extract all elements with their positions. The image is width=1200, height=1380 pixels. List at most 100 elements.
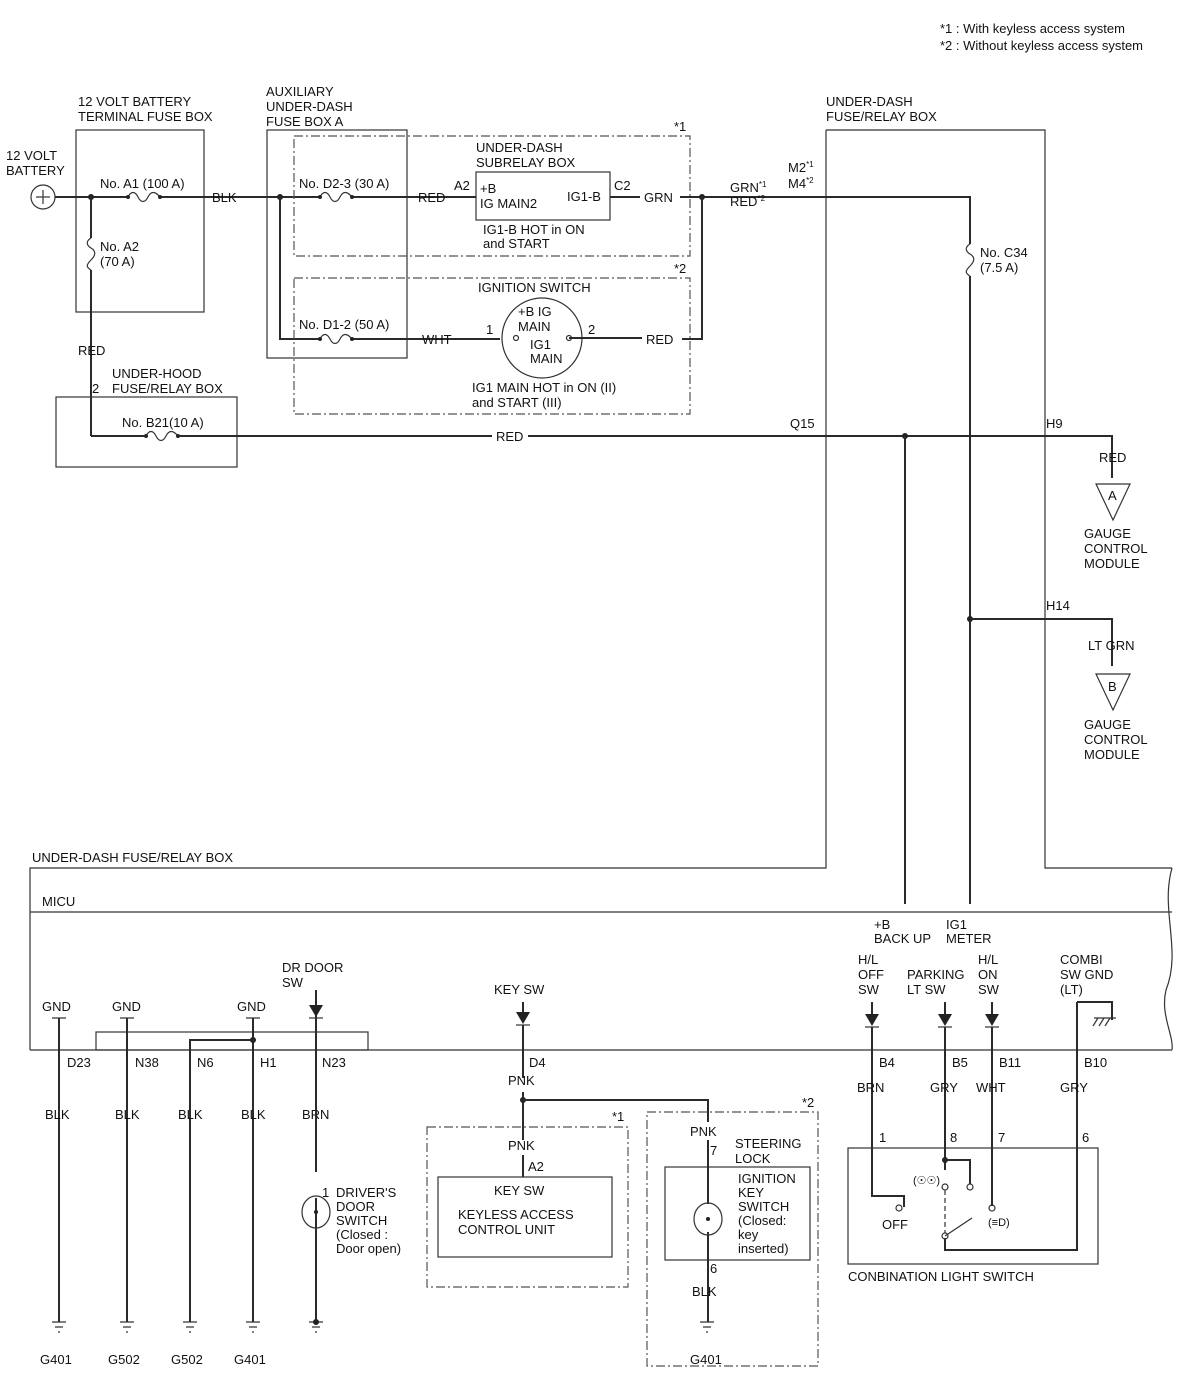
hl-on-label-2: ON bbox=[978, 967, 998, 982]
door-switch-label-4: (Closed : bbox=[336, 1227, 388, 1242]
wire-blk-g1: BLK bbox=[45, 1107, 70, 1122]
ign-plus-b-ig: +B IG bbox=[518, 304, 552, 319]
gnd-label-3: GND bbox=[237, 999, 266, 1014]
combi-pin-7: 7 bbox=[998, 1130, 1005, 1145]
fuse-c34-label-2: (7.5 A) bbox=[980, 260, 1018, 275]
wire-red-star2: RED*2 bbox=[730, 194, 766, 209]
battery-label-2: BATTERY bbox=[6, 163, 65, 178]
subrelay-label-1: UNDER-DASH bbox=[476, 140, 563, 155]
ign-key-label-4: (Closed: bbox=[738, 1213, 786, 1228]
parking-lt-label-1: PARKING bbox=[907, 967, 965, 982]
subrelay-ig-main2: IG MAIN2 bbox=[480, 196, 537, 211]
wire-pnk-2: PNK bbox=[508, 1138, 535, 1153]
ign-t1: 1 bbox=[486, 322, 493, 337]
subrelay-note-2: and START bbox=[483, 236, 550, 251]
fuse-a2-icon bbox=[86, 237, 96, 271]
combi-pin-8: 8 bbox=[950, 1130, 957, 1145]
battery-fuse-box-label-1: 12 VOLT BATTERY bbox=[78, 94, 192, 109]
term-b5: B5 bbox=[952, 1055, 968, 1070]
under-dash-bottom-label: UNDER-DASH FUSE/RELAY BOX bbox=[32, 850, 233, 865]
micu-input-diodes bbox=[865, 1014, 999, 1028]
ign-ig1: IG1 bbox=[530, 337, 551, 352]
fuse-d2-3-label: No. D2-3 (30 A) bbox=[299, 176, 389, 191]
ign-key-label-5: key bbox=[738, 1227, 759, 1242]
parking-lt-label-2: LT SW bbox=[907, 982, 946, 997]
micu-label: MICU bbox=[42, 894, 75, 909]
hl-on-label-1: H/L bbox=[978, 952, 998, 967]
under-hood-pin-2: 2 bbox=[92, 381, 99, 396]
term-h14: H14 bbox=[1046, 598, 1070, 613]
fuse-b21-icon bbox=[144, 430, 180, 442]
wire-grn-star1: GRN*1 bbox=[730, 180, 767, 195]
subrelay-c2: C2 bbox=[614, 178, 631, 193]
wire-pnk-1: PNK bbox=[508, 1073, 535, 1088]
connector-b-label: B bbox=[1108, 679, 1117, 694]
wire-wht-b11: WHT bbox=[976, 1080, 1006, 1095]
fuse-a2-label-2: (70 A) bbox=[100, 254, 135, 269]
connector-b-icon bbox=[1095, 673, 1131, 712]
subrelay-label-2: SUBRELAY BOX bbox=[476, 155, 576, 170]
wire-blk-g2: BLK bbox=[115, 1107, 140, 1122]
wire-blk-steering: BLK bbox=[692, 1284, 717, 1299]
keyless-unit-label-2: KEYLESS ACCESS bbox=[458, 1207, 574, 1222]
aux-fuse-box-label-2: UNDER-DASH bbox=[266, 99, 353, 114]
dr-door-sw-label-1: DR DOOR bbox=[282, 960, 343, 975]
term-m2: M2*1 bbox=[788, 160, 814, 175]
combi-pin-1: 1 bbox=[879, 1130, 886, 1145]
hl-off-label-1: H/L bbox=[858, 952, 878, 967]
wire-red-1: RED bbox=[78, 343, 105, 358]
battery-icon bbox=[30, 184, 56, 210]
wire-red-2: RED bbox=[418, 190, 445, 205]
battery-label-1: 12 VOLT bbox=[6, 148, 57, 163]
battery-fuse-box bbox=[75, 129, 205, 313]
hl-off-label-2: OFF bbox=[858, 967, 884, 982]
fuse-d1-2-icon bbox=[318, 333, 354, 345]
key-sw-label: KEY SW bbox=[494, 982, 545, 997]
fuse-d2-3-icon bbox=[318, 191, 354, 203]
door-switch-pin: 1 bbox=[322, 1185, 329, 1200]
subrelay-ig1-b: IG1-B bbox=[567, 189, 601, 204]
steering-lock-label-1: STEERING bbox=[735, 1136, 801, 1151]
park-symbol: (☉☉) bbox=[913, 1175, 940, 1187]
wire-wht-1: WHT bbox=[422, 332, 452, 347]
keyless-control-unit bbox=[437, 1176, 613, 1258]
star1-bottom: *1 bbox=[612, 1109, 624, 1124]
subrelay-plus-b: +B bbox=[480, 181, 496, 196]
combi-switch-lever bbox=[944, 1217, 973, 1237]
term-b4: B4 bbox=[879, 1055, 895, 1070]
gauge-a-label-1: GAUGE bbox=[1084, 526, 1131, 541]
head-symbol: (≡D) bbox=[988, 1217, 1010, 1229]
dr-door-diode-icon bbox=[309, 1005, 323, 1017]
ground-g401-1: G401 bbox=[40, 1352, 72, 1367]
fuse-b21-label: No. B21(10 A) bbox=[122, 415, 204, 430]
under-dash-box-label-2: FUSE/RELAY BOX bbox=[826, 109, 937, 124]
ign-key-label-3: SWITCH bbox=[738, 1199, 789, 1214]
fuse-c34-icon bbox=[965, 243, 975, 277]
ground-g502-1: G502 bbox=[108, 1352, 140, 1367]
steering-pin-6: 6 bbox=[710, 1261, 717, 1276]
term-m4: M4*2 bbox=[788, 176, 814, 191]
internal-gnd-bus bbox=[95, 1031, 369, 1051]
under-hood-label-2: FUSE/RELAY BOX bbox=[112, 381, 223, 396]
term-d23: D23 bbox=[67, 1055, 91, 1070]
term-b10: B10 bbox=[1084, 1055, 1107, 1070]
wire-blk-g4: BLK bbox=[241, 1107, 266, 1122]
connector-a-label: A bbox=[1108, 488, 1117, 503]
hl-on-label-3: SW bbox=[978, 982, 1000, 997]
wire-brn-b4: BRN bbox=[857, 1080, 884, 1095]
gauge-b-label-1: GAUGE bbox=[1084, 717, 1131, 732]
ignition-key-switch-icon bbox=[693, 1202, 723, 1236]
keyless-unit-label-3: CONTROL UNIT bbox=[458, 1222, 555, 1237]
combi-gnd-label-3: (LT) bbox=[1060, 982, 1083, 997]
aux-fuse-box-label-3: FUSE BOX A bbox=[266, 114, 344, 129]
subrelay-note-1: IG1-B HOT in ON bbox=[483, 222, 585, 237]
combi-pin-6: 6 bbox=[1082, 1130, 1089, 1145]
note-keyless: *1 : With keyless access system bbox=[940, 21, 1125, 36]
term-q15: Q15 bbox=[790, 416, 815, 431]
term-b11: B11 bbox=[999, 1055, 1021, 1070]
term-h1: H1 bbox=[260, 1055, 277, 1070]
ign-t2: 2 bbox=[588, 322, 595, 337]
combination-light-switch-label: CONBINATION LIGHT SWITCH bbox=[848, 1269, 1034, 1284]
under-dash-box-outline bbox=[29, 129, 1172, 1050]
